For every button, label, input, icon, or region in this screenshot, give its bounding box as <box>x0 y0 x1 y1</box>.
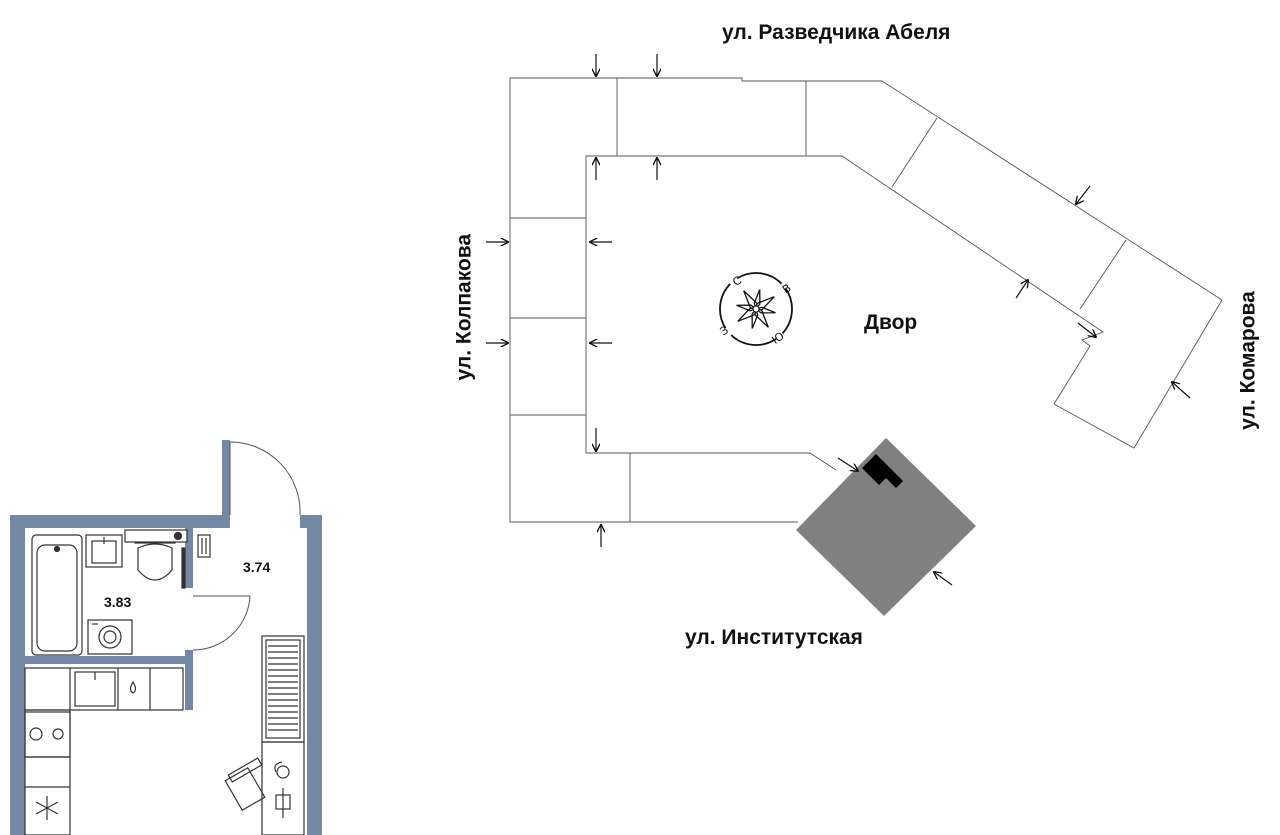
street-south-label: ул. Институтская <box>685 626 863 649</box>
room-area-hallway: 3.74 <box>243 559 271 575</box>
entrance-arrows <box>486 54 1191 586</box>
room-area-bathroom: 3.83 <box>104 594 132 610</box>
compass-east-label: В <box>780 281 794 296</box>
corner-building <box>796 438 976 616</box>
street-north-label: ул. Разведчика Абеля <box>722 21 951 44</box>
street-east-label: ул. Комарова <box>1236 291 1260 430</box>
building-outline <box>509 77 1223 523</box>
compass-west-label: З <box>718 324 731 339</box>
courtyard-label: Двор <box>864 311 918 334</box>
street-west-label: ул. Колпакова <box>452 233 476 381</box>
compass-rose: С В Ю З <box>718 272 794 347</box>
